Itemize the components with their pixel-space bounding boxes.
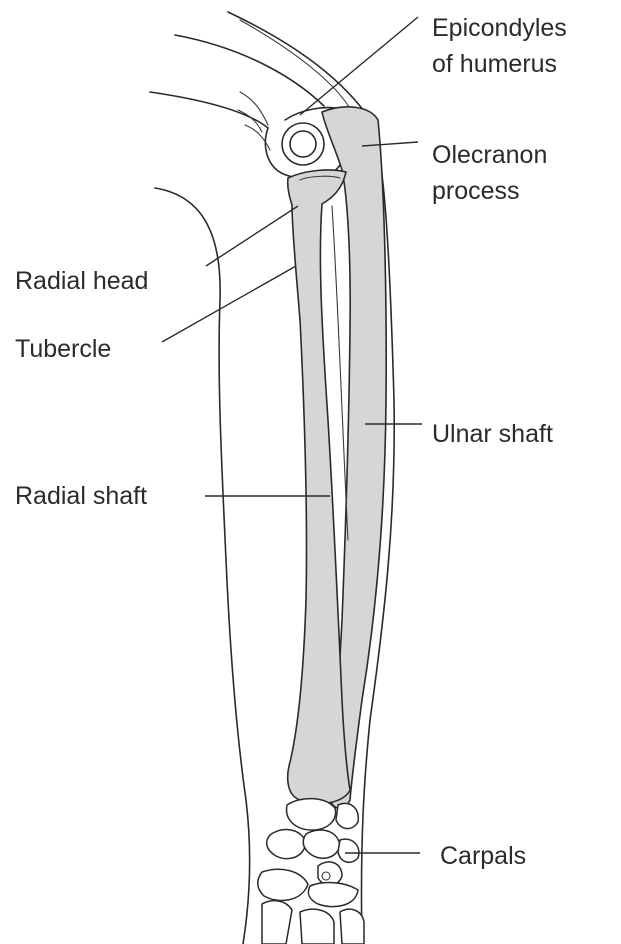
label-carpals: Carpals — [440, 841, 526, 872]
label-tubercle: Tubercle — [15, 334, 111, 365]
humerus-distal-end — [150, 92, 345, 179]
label-olecranon-line2: process — [432, 176, 520, 207]
label-radial-shaft: Radial shaft — [15, 481, 147, 512]
label-olecranon-line1: Olecranon — [432, 140, 547, 171]
label-radial-head: Radial head — [15, 266, 148, 297]
leader-tubercle — [162, 266, 296, 342]
leader-radial-head — [206, 206, 298, 266]
carpal-bones — [258, 799, 364, 944]
label-epicondyles-line1: Epicondyles — [432, 13, 567, 44]
label-ulnar-shaft: Ulnar shaft — [432, 419, 553, 450]
label-epicondyles-line2: of humerus — [432, 49, 557, 80]
interosseous-line — [332, 206, 348, 540]
radius-bone — [288, 170, 350, 804]
